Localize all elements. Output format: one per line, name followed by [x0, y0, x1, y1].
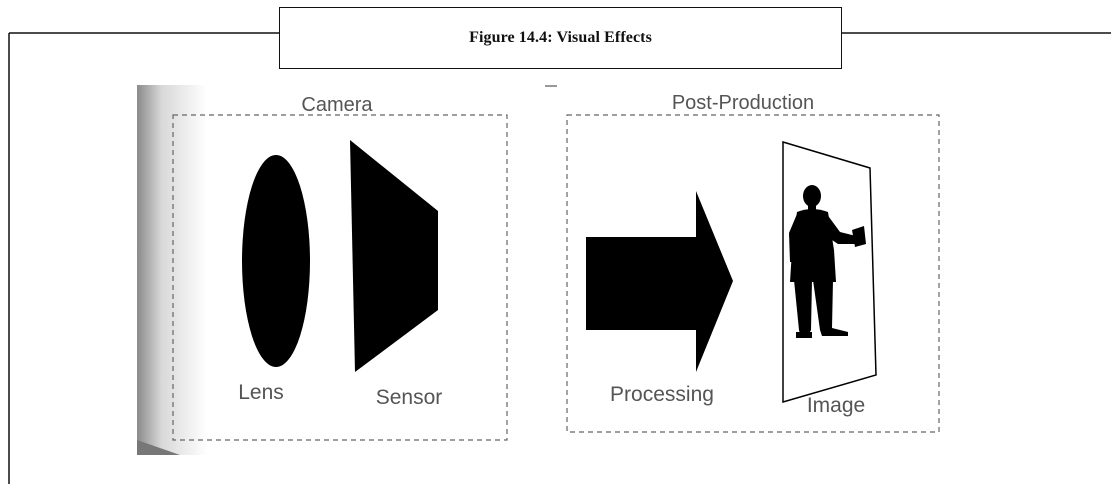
- label-sensor: Sensor: [376, 386, 443, 409]
- person-silhouette-icon: [789, 185, 866, 338]
- group-title-post-production: Post-Production: [672, 92, 814, 114]
- figure-border: [8, 32, 1111, 484]
- label-processing: Processing: [610, 383, 714, 406]
- sensor-trapezoid-icon: [350, 140, 438, 372]
- post-production-group-box: [566, 114, 940, 433]
- caption-box: Figure 14.4: Visual Effects: [279, 7, 842, 69]
- label-lens: Lens: [238, 381, 284, 404]
- label-image: Image: [807, 394, 865, 417]
- camera-group-box: [172, 114, 508, 441]
- figure-caption: Figure 14.4: Visual Effects: [469, 29, 652, 46]
- arrow-right-icon: [586, 191, 733, 372]
- lens-ellipse-icon: [242, 155, 310, 367]
- diagram-image: Camera Lens Sensor Post-Production Proce…: [137, 85, 940, 455]
- group-title-camera: Camera: [301, 94, 373, 116]
